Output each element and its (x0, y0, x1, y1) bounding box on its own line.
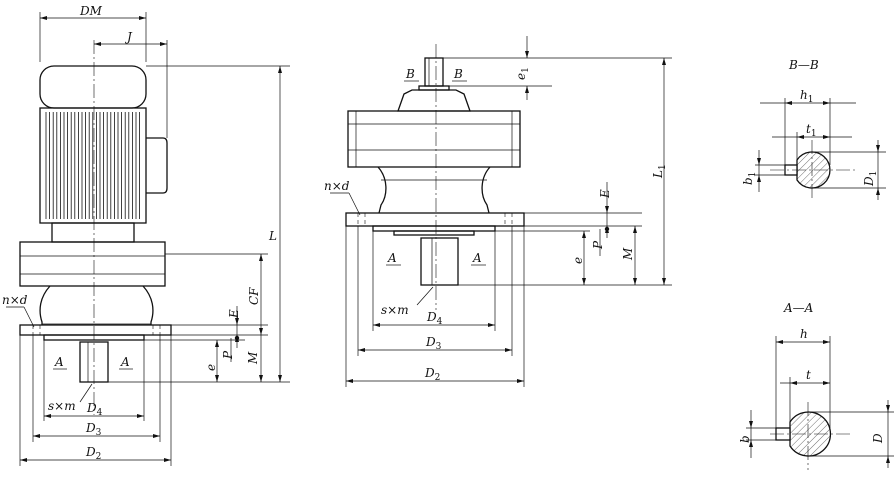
dim-d2: D2 (19, 335, 172, 466)
a-right-label: A (120, 355, 130, 369)
section-b-b: B—B h1 t1 b1 (741, 58, 886, 200)
output-shaft-middle (420, 237, 459, 286)
m-label-middle: M (621, 247, 635, 261)
dim-e-small: e (204, 340, 219, 382)
b1-label: b1 (741, 172, 758, 185)
section-mark-b: B B (404, 67, 467, 82)
callout-nd-middle: n×d (324, 179, 361, 216)
gearbox-housing (19, 241, 166, 287)
dim-l: L (108, 65, 290, 383)
top-cover (397, 89, 471, 112)
section-mark-a: A A (53, 355, 133, 370)
e1-label: e1 (514, 67, 531, 80)
gearbox-housing-middle (347, 110, 521, 168)
d4-label-middle: D4 (426, 310, 443, 327)
d2-label: D2 (85, 445, 101, 462)
e-small-label: e (204, 364, 218, 371)
e-cap-label: E (227, 309, 241, 319)
dim-m: M (246, 335, 263, 382)
dim-j: J (94, 30, 168, 138)
section-mark-a-middle: A A (386, 251, 486, 266)
housing-waist (39, 285, 154, 325)
dim-d2-middle: D2 (345, 226, 525, 387)
d4-label: D4 (86, 401, 103, 418)
dim-l1: L1 (458, 58, 672, 286)
dim-e-small-middle: e (571, 231, 586, 285)
dim-d: D (808, 400, 894, 468)
p-label: P (221, 350, 235, 360)
dim-cf: CF (165, 253, 268, 335)
input-shaft (418, 57, 450, 91)
t1-label: t1 (806, 122, 817, 139)
dim-d3: D3 (32, 335, 161, 442)
l1-label: L1 (651, 164, 668, 179)
dim-t1: t1 (772, 122, 852, 165)
m-label: M (246, 351, 260, 365)
cf-label: CF (247, 287, 261, 305)
b-left-label: B (405, 67, 415, 81)
h1-label: h1 (800, 88, 813, 105)
dim-h1: h1 (760, 88, 856, 165)
a-left-label: A (54, 355, 64, 369)
motor-flange (51, 222, 135, 243)
t-label: t (806, 368, 811, 382)
dim-dm: DM (39, 4, 147, 62)
dim-h: h (775, 327, 831, 428)
callout-sm: s×m (48, 383, 93, 413)
sm-label: s×m (48, 399, 76, 413)
nd-label-middle: n×d (324, 179, 350, 193)
callout-nd: n×d (2, 293, 35, 328)
dim-e1: e1 (443, 36, 672, 100)
d3-label-middle: D3 (425, 335, 442, 352)
shaft-section-b (796, 151, 831, 189)
dim-b: b (738, 410, 790, 458)
motor-body (39, 107, 147, 224)
e-cap-label-middle: E (598, 189, 612, 199)
section-a-a: A—A h t b (738, 301, 894, 470)
d3-label: D3 (85, 421, 102, 438)
dim-m-middle: M (621, 226, 637, 285)
j-label: J (124, 30, 133, 44)
dim-d3-middle: D3 (357, 226, 513, 356)
dim-p-middle: P (591, 226, 610, 256)
terminal-box (146, 137, 168, 194)
dim-p: P (221, 335, 240, 362)
d2-label-middle: D2 (424, 366, 440, 383)
section-aa-title: A—A (783, 301, 814, 315)
d-label: D (871, 433, 885, 444)
b-right-label: B (453, 67, 463, 81)
callout-sm-middle: s×m (381, 286, 434, 317)
sm-label-middle: s×m (381, 303, 409, 317)
b-label: b (738, 435, 752, 443)
d1-label: D1 (862, 171, 879, 187)
dim-d4-middle: D4 (372, 231, 496, 331)
p-label-middle: P (591, 240, 605, 250)
nd-label: n×d (2, 293, 28, 307)
dm-label: DM (79, 4, 103, 18)
housing-waist-middle (377, 166, 491, 214)
base-flange (19, 324, 172, 341)
section-bb-title: B—B (788, 58, 819, 72)
e-small-label-middle: e (571, 257, 585, 264)
dim-t: t (780, 368, 830, 422)
motor-cap (39, 65, 147, 109)
base-flange-middle (345, 212, 525, 236)
a-right-label-middle: A (472, 251, 482, 265)
dim-e-cap: E (227, 306, 241, 348)
a-left-label-middle: A (387, 251, 397, 265)
middle-view: B B e1 L1 (324, 36, 672, 387)
dim-d1: D1 (812, 140, 886, 200)
dim-d4: D4 (43, 340, 145, 421)
left-view: DM J L CF (2, 4, 290, 466)
h-label: h (800, 327, 808, 341)
l-label: L (268, 229, 277, 243)
dim-b1: b1 (741, 150, 797, 192)
